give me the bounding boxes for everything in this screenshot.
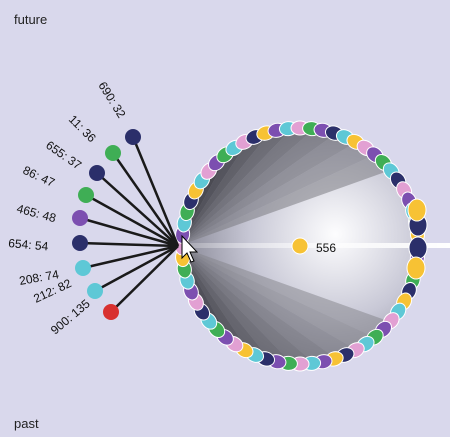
disk-wedge <box>178 246 375 350</box>
ring-event-dot[interactable] <box>408 236 428 260</box>
future-label: future <box>14 12 48 27</box>
node-label: 690: 32 <box>95 79 128 121</box>
node-stem <box>131 136 180 247</box>
disk-wedge <box>178 128 336 246</box>
ring-event-dot[interactable] <box>407 198 427 222</box>
node-dot[interactable] <box>78 187 94 203</box>
node-stem <box>79 241 179 248</box>
disk-wedge <box>178 150 231 246</box>
node-stems <box>79 136 180 313</box>
node-stem <box>96 172 179 247</box>
disk-wedge <box>178 128 293 246</box>
node-stem <box>79 216 179 248</box>
mouse-cursor-icon <box>181 234 199 263</box>
node-item[interactable]: 86: 47 <box>21 163 94 203</box>
disk-wedge <box>178 154 391 246</box>
disk-wedge <box>178 133 357 246</box>
node-dot[interactable] <box>75 260 91 276</box>
disk-wedge <box>178 246 271 361</box>
node-stem <box>82 244 179 270</box>
node-stem <box>110 245 179 313</box>
node-stem <box>111 152 180 247</box>
disk-wedge <box>178 246 336 364</box>
disk-wedge <box>178 246 315 364</box>
center-node[interactable] <box>291 237 309 255</box>
timeline-beam <box>182 243 450 248</box>
node-label: 654: 54 <box>8 236 49 253</box>
node-item[interactable]: 465: 48 <box>15 201 88 226</box>
node-stem <box>85 193 179 248</box>
node-label: 655: 37 <box>43 138 84 173</box>
node-item[interactable]: 208: 74 <box>18 260 91 288</box>
past-label: past <box>14 416 39 431</box>
disk-wedge <box>178 127 315 246</box>
event-ring[interactable] <box>174 120 428 372</box>
node-dot[interactable] <box>125 129 141 145</box>
node-dot[interactable] <box>72 235 88 251</box>
node-item[interactable]: 654: 54 <box>8 235 88 254</box>
disk-wedge <box>178 246 357 359</box>
node-item[interactable]: 690: 32 <box>95 79 141 145</box>
node-label: 208: 74 <box>18 267 60 288</box>
node-dot[interactable] <box>87 283 103 299</box>
node-label: 11: 36 <box>66 112 99 145</box>
disk-wedge <box>178 246 293 364</box>
ring-event-dot[interactable] <box>406 256 426 280</box>
disk-wedge <box>178 246 391 338</box>
node-dot[interactable] <box>89 165 105 181</box>
node-label: 900: 135 <box>48 296 93 337</box>
disk-wedge <box>178 246 250 353</box>
node-item[interactable]: 900: 135 <box>48 296 119 337</box>
node-label: 465: 48 <box>15 201 58 225</box>
node-label: 86: 47 <box>21 163 57 190</box>
disk-wedge <box>178 142 375 246</box>
disk-wedge <box>178 131 271 246</box>
node-stem <box>94 244 179 293</box>
node-dot[interactable] <box>72 210 88 226</box>
node-dot[interactable] <box>105 145 121 161</box>
node-dot[interactable] <box>103 304 119 320</box>
center-node-label: 556 <box>316 241 336 255</box>
